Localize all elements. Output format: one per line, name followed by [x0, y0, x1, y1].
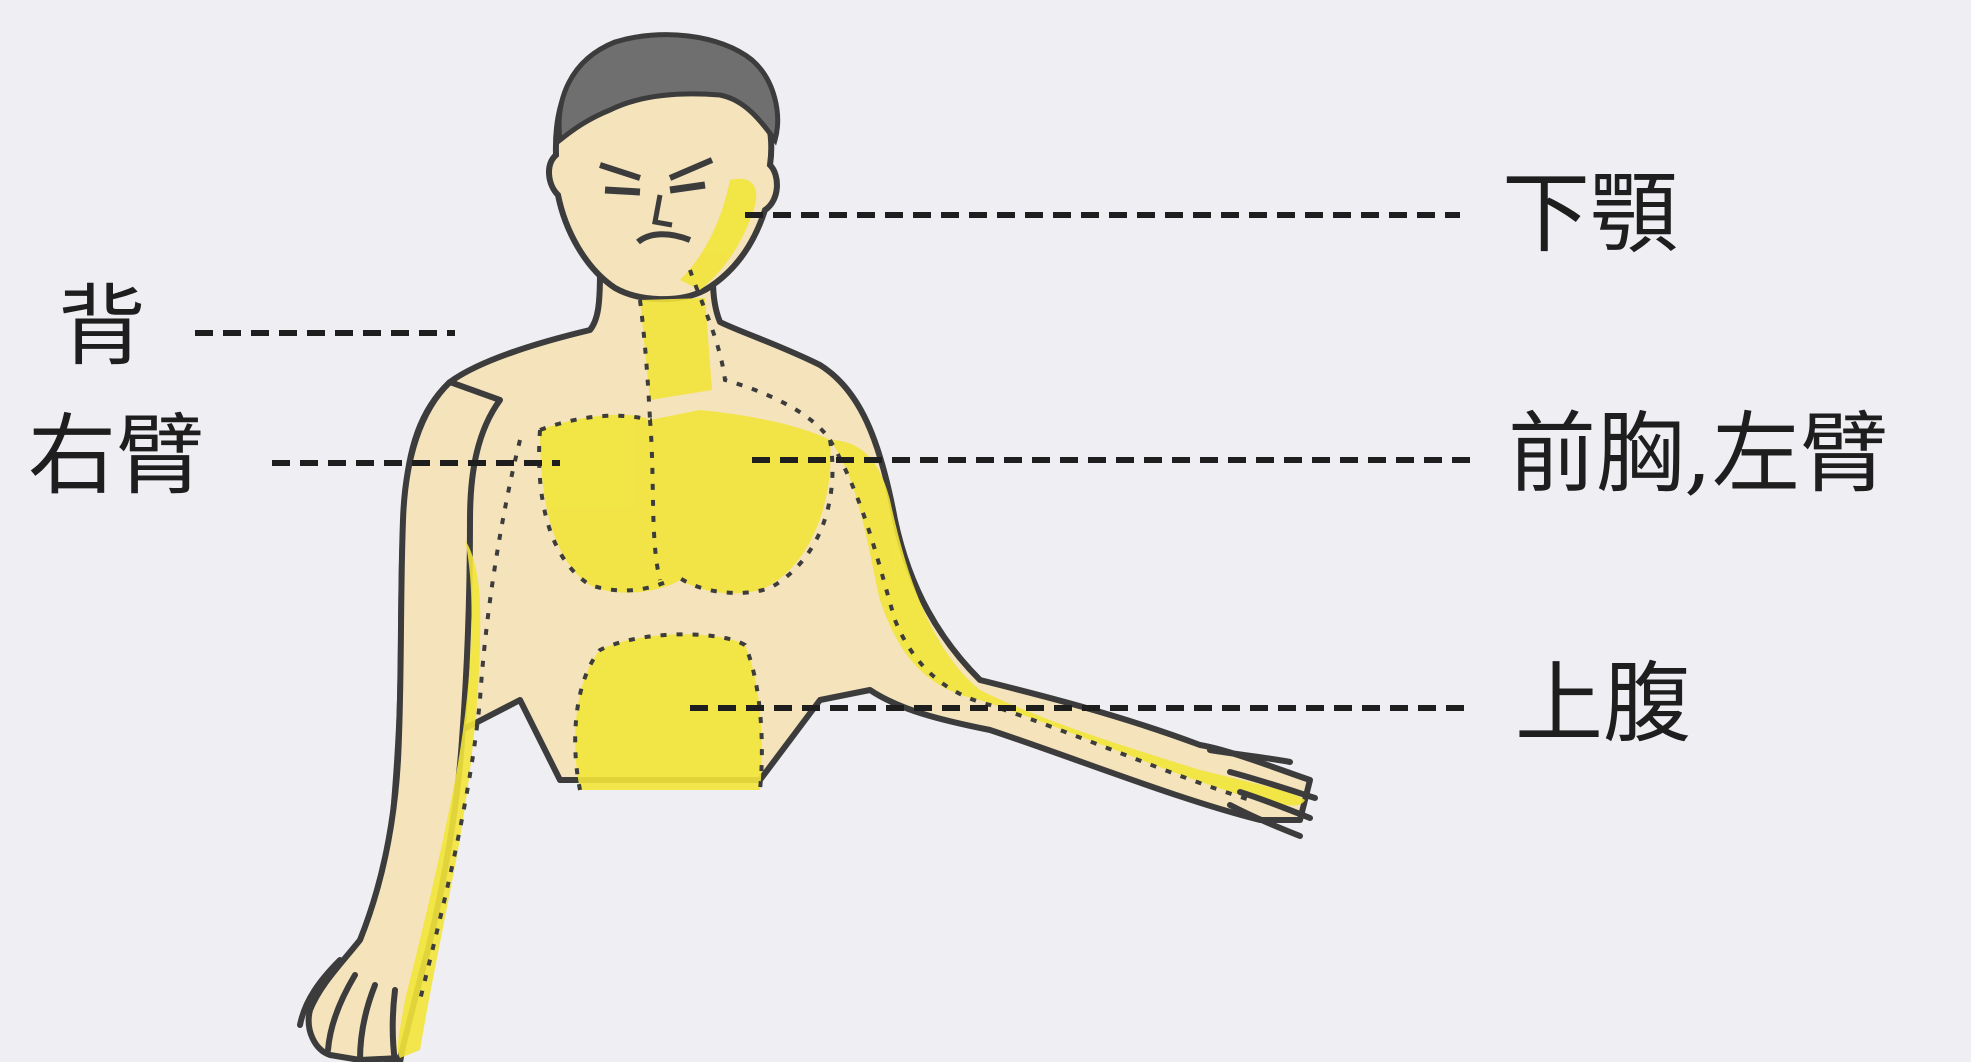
- pain-area-neck: [640, 298, 712, 400]
- label-back: 背: [58, 283, 146, 371]
- right-eye: [670, 185, 705, 190]
- label-right-arm: 右臂: [28, 412, 204, 500]
- label-jaw: 下顎: [1502, 170, 1678, 258]
- pain-area-upper-abdomen: [575, 634, 762, 790]
- torso-silhouette: [340, 272, 1310, 1062]
- label-upper-abdomen: 上腹: [1515, 660, 1691, 748]
- pain-area-chest: [540, 410, 831, 593]
- left-eye: [605, 190, 640, 192]
- label-chest-left-arm: 前胸,左臂: [1508, 410, 1888, 498]
